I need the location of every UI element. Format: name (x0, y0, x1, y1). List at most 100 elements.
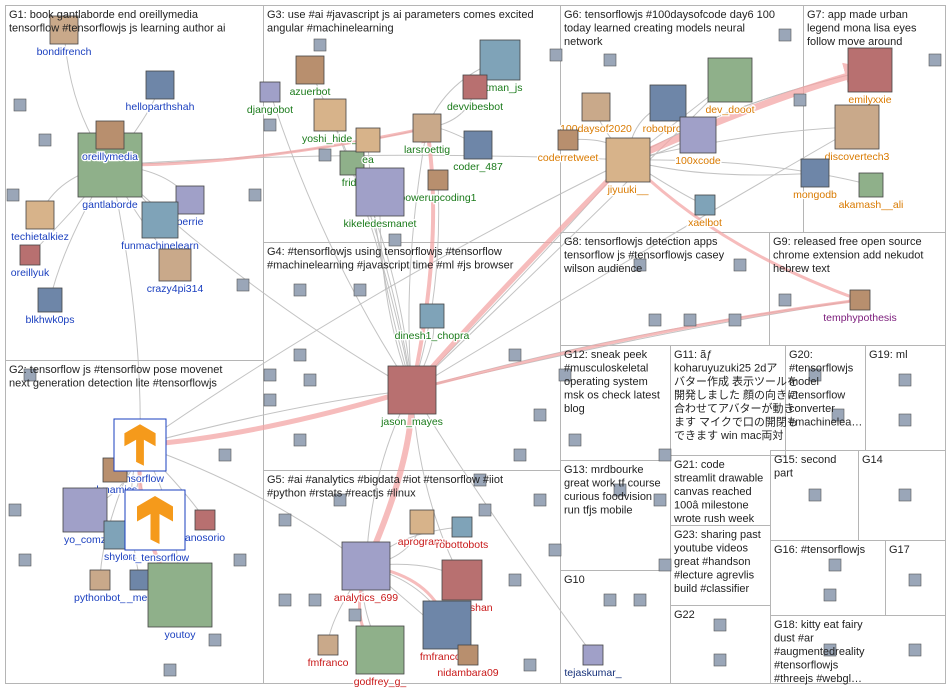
node-devvibesbot[interactable]: devvibesbot (446, 74, 504, 114)
avatar-icon[interactable] (341, 541, 391, 591)
node-oreillymedia[interactable]: oreillymedia (81, 120, 139, 164)
node-coder_487[interactable]: coder_487 (452, 130, 504, 174)
node-anosorio[interactable]: anosorio (184, 509, 227, 545)
avatar-icon[interactable] (558, 368, 572, 382)
node-techietalkiez[interactable]: techietalkiez (10, 200, 70, 244)
avatar-icon[interactable] (49, 15, 79, 45)
avatar-icon[interactable] (649, 84, 687, 122)
node-oreillyuk[interactable]: oreillyuk (9, 244, 51, 280)
avatar-icon[interactable] (533, 408, 547, 422)
node-hitman_js[interactable]: hitman_js (476, 39, 524, 95)
avatar-icon[interactable] (37, 287, 63, 313)
avatar-icon[interactable] (633, 593, 647, 607)
avatar-icon[interactable] (313, 98, 347, 132)
avatar-icon[interactable] (523, 658, 537, 672)
avatar-icon[interactable] (557, 129, 579, 151)
avatar-icon[interactable] (679, 116, 717, 154)
avatar-icon[interactable] (908, 573, 922, 587)
avatar-icon[interactable] (303, 373, 317, 387)
avatar-icon[interactable] (823, 643, 837, 657)
avatar-icon[interactable] (849, 289, 871, 311)
avatar-icon[interactable] (348, 608, 362, 622)
node-100daysof2020[interactable]: 100daysof2020 (559, 92, 633, 136)
avatar-icon[interactable] (713, 653, 727, 667)
avatar-icon[interactable] (19, 244, 41, 266)
avatar-icon[interactable] (549, 48, 563, 62)
node-bondifrench[interactable]: bondifrench (35, 15, 93, 59)
node-100xcode[interactable]: 100xcode (674, 116, 722, 168)
avatar-icon[interactable] (463, 130, 493, 160)
avatar-icon[interactable] (278, 513, 292, 527)
avatar-icon[interactable] (605, 137, 651, 183)
avatar-icon[interactable] (800, 158, 830, 188)
avatar-icon[interactable] (263, 368, 277, 382)
avatar-icon[interactable] (462, 74, 488, 100)
avatar-icon[interactable] (728, 313, 742, 327)
node-djangobot[interactable]: djangobot (246, 81, 294, 117)
avatar-icon[interactable] (147, 562, 213, 628)
node-mongodb[interactable]: mongodb (792, 158, 838, 202)
node-akamash__ali[interactable]: akamash__ali (837, 172, 905, 212)
avatar-icon[interactable] (23, 368, 37, 382)
avatar-icon[interactable] (308, 593, 322, 607)
node-yoshi_hide[interactable]: yoshi_hide_ (301, 98, 359, 146)
avatar-icon[interactable] (533, 493, 547, 507)
avatar-icon[interactable] (582, 644, 604, 666)
avatar-icon[interactable] (513, 448, 527, 462)
avatar-icon[interactable] (318, 148, 332, 162)
avatar-icon[interactable] (295, 55, 325, 85)
avatar-icon[interactable] (233, 553, 247, 567)
node-xaelbot[interactable]: xaelbot (687, 194, 723, 230)
avatar-icon[interactable] (831, 408, 845, 422)
avatar-icon[interactable] (18, 553, 32, 567)
avatar-icon[interactable] (248, 188, 262, 202)
avatar-icon[interactable] (333, 493, 347, 507)
avatar-icon[interactable] (141, 201, 179, 239)
avatar-icon[interactable] (145, 70, 175, 100)
node-tejaskumar[interactable]: tejaskumar_ (563, 644, 623, 680)
avatar-icon[interactable] (317, 634, 339, 656)
node-dinesh1_chopra[interactable]: dinesh1_chopra (393, 303, 471, 343)
avatar-icon[interactable] (422, 600, 472, 650)
avatar-icon[interactable] (441, 559, 483, 601)
avatar-icon[interactable] (733, 258, 747, 272)
node-lea[interactable]: ea (355, 127, 381, 167)
avatar-icon[interactable] (581, 92, 611, 122)
avatar-icon[interactable] (479, 39, 521, 81)
avatar-icon[interactable] (858, 172, 884, 198)
node-godfrey_g[interactable]: godfrey_g_ (352, 625, 408, 688)
avatar-icon[interactable] (388, 233, 402, 247)
node-coderretweet[interactable]: coderretweet (536, 129, 600, 165)
node-perrie[interactable]: perrie (175, 185, 205, 229)
avatar-icon[interactable] (908, 643, 922, 657)
avatar-icon[interactable] (38, 133, 52, 147)
node-kikeledesmanet[interactable]: kikeledesmanet (342, 167, 418, 231)
avatar-icon[interactable] (778, 28, 792, 42)
avatar-icon[interactable] (898, 488, 912, 502)
avatar-icon[interactable] (713, 618, 727, 632)
avatar-icon[interactable] (419, 303, 445, 329)
node-jiyuuki[interactable]: jiyuuki__ (605, 137, 651, 197)
avatar-icon[interactable] (263, 393, 277, 407)
avatar-icon[interactable] (823, 588, 837, 602)
avatar-icon[interactable] (658, 558, 672, 572)
avatar-icon[interactable] (808, 368, 822, 382)
avatar-icon[interactable] (313, 38, 327, 52)
node-yo_comz[interactable]: yo_comz (62, 487, 108, 547)
avatar-icon[interactable] (412, 113, 442, 143)
avatar-icon[interactable] (653, 493, 667, 507)
avatar-icon[interactable] (293, 433, 307, 447)
node-dev_dooot[interactable]: dev_dooot (704, 57, 756, 117)
avatar-icon[interactable] (8, 503, 22, 517)
node-blkhwk0ps[interactable]: blkhwk0ps (24, 287, 76, 327)
node-aprogramr[interactable]: aprogramr (397, 509, 448, 549)
avatar-icon[interactable] (278, 593, 292, 607)
node-azuerbot[interactable]: azuerbot (288, 55, 332, 99)
avatar-icon[interactable] (163, 663, 177, 677)
avatar-icon[interactable] (603, 53, 617, 67)
avatar-icon[interactable] (834, 104, 880, 150)
avatar-icon[interactable] (355, 167, 405, 217)
avatar-icon[interactable] (648, 313, 662, 327)
avatar-icon[interactable] (707, 57, 753, 103)
avatar-icon[interactable] (387, 365, 437, 415)
